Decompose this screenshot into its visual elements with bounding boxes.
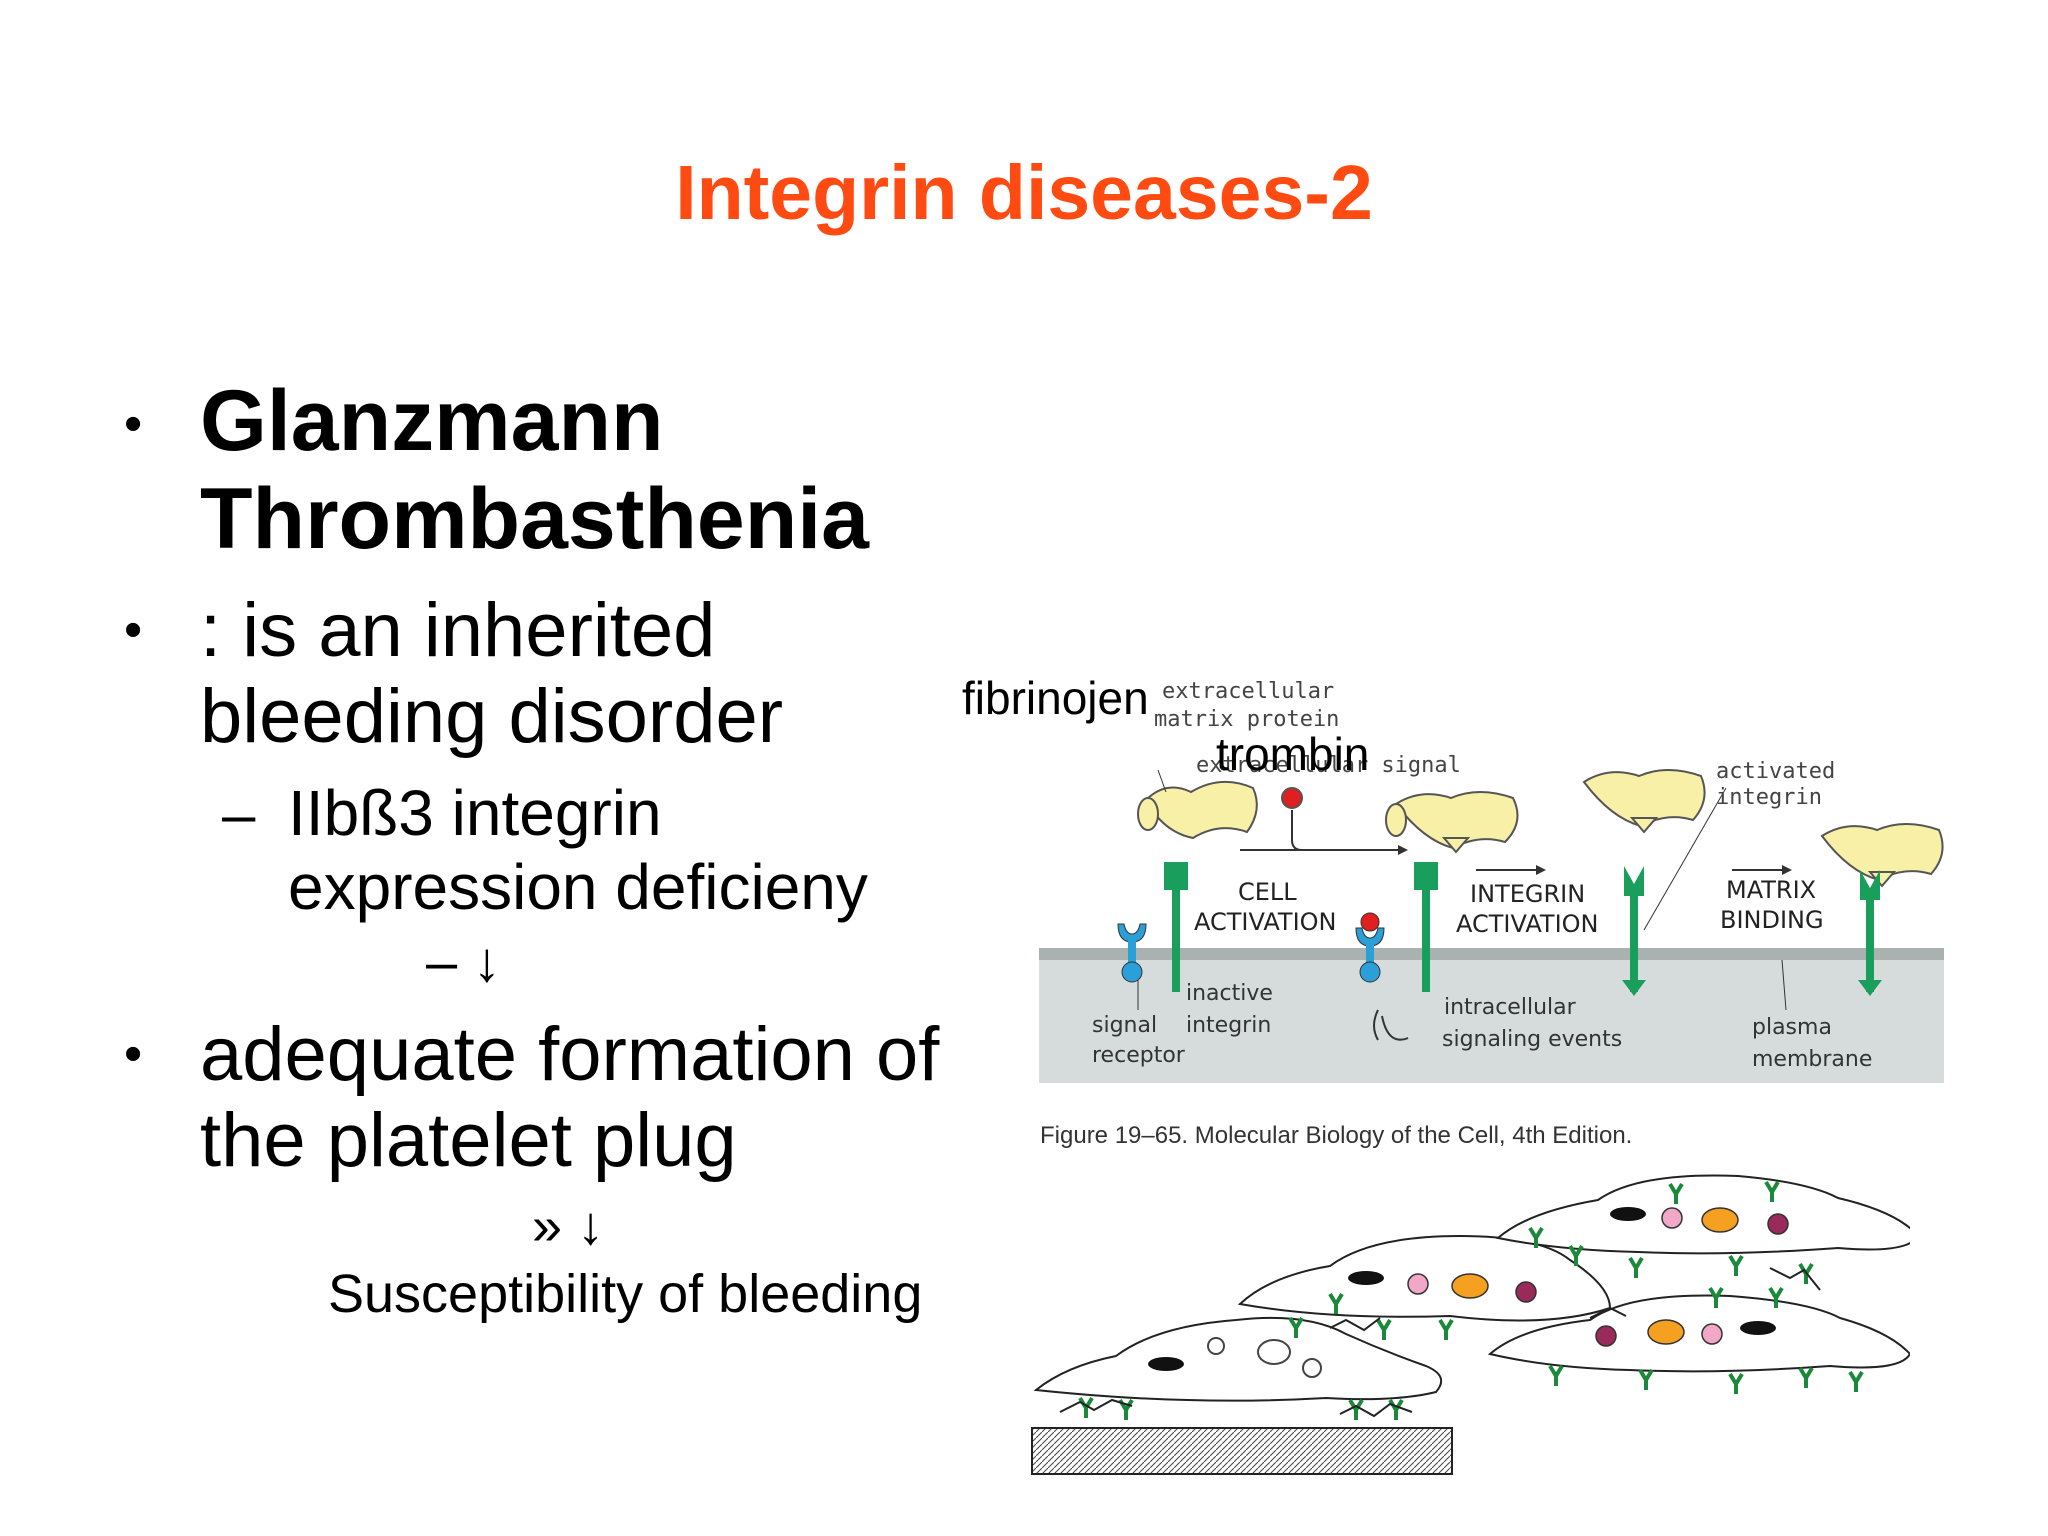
nucleus-dot [1740,1321,1776,1335]
maroon-organelle [1515,1281,1537,1303]
susceptibility-text: Susceptibility of bleeding [328,1264,923,1324]
integrin-activation-arrowhead [1536,865,1546,875]
orange-organelle [1647,1319,1685,1345]
label-inactive-integrin: integrin [1186,1013,1271,1038]
label-membrane: membrane [1752,1047,1872,1072]
down-arrow-2: » ↓ [532,1196,605,1256]
leader-line [1643,787,1727,931]
integrin-inactive-1 [1164,862,1188,992]
signal-arrow [1291,810,1398,851]
sub-bullet-line1: IIbß3 integrin [288,777,662,849]
intracellular-arrow-2 [1373,1009,1379,1041]
bullet-glanzmann: Glanzmann Thrombasthenia [200,372,869,568]
cell-spreading-figure [1031,1174,1910,1475]
bullet-inherited-line1: : is an inherited [200,588,716,673]
label-signal: signal [1092,1013,1157,1038]
leader-line [1157,769,1167,793]
label-intracellular: intracellular [1444,995,1577,1020]
bullet-inherited: : is an inherited bleeding disorder [200,588,783,760]
label-cell-activation: ACTIVATION [1194,908,1337,936]
leader-line [1781,959,1787,1011]
vesicle [1207,1337,1225,1355]
nucleus-dot [1610,1207,1646,1221]
vesicle [1257,1339,1291,1365]
label-extracellular: extracellular [1162,679,1334,704]
signal-receptor-2 [1355,912,1385,983]
sub-bullet-integrin: IIbß3 integrin expression deficieny [288,776,868,924]
signal-receptor-1 [1117,923,1147,983]
intracellular-arrow [1381,1015,1409,1041]
bullet-platelet-line1: adequate formation of [200,1012,940,1097]
bullet-dot: • [124,395,143,453]
figure-caption: Figure 19–65. Molecular Biology of the C… [1040,1122,1633,1149]
bullet-glanzmann-line2: Thrombasthenia [200,471,869,567]
pink-organelle [1407,1273,1429,1295]
pink-organelle [1701,1323,1723,1345]
matrix-protein-1 [1137,780,1258,840]
label-integrin-activation: ACTIVATION [1456,910,1599,938]
label-plasma: plasma [1752,1015,1832,1040]
nucleus-dot [1148,1357,1184,1371]
label-binding: BINDING [1720,906,1824,934]
maroon-organelle [1595,1325,1617,1347]
matrix-binding-arrowhead [1782,865,1792,875]
bullet-platelet-plug: adequate formation of the platelet plug [200,1012,939,1184]
label-extracellular-signal: extracellular signal [1196,753,1461,778]
matrix-protein-4 [1820,823,1944,888]
extracellular-signal-dot [1281,787,1303,809]
bullet-dot: • [124,601,143,659]
plasma-membrane-band [1039,948,1944,1083]
vesicle [1302,1358,1322,1378]
maroon-organelle [1767,1213,1789,1235]
bullet-inherited-line2: bleeding disorder [200,674,784,759]
bullet-dot: • [124,1025,143,1083]
substrate-block [1031,1427,1453,1475]
label-integrin: integrin [1716,785,1822,810]
integrin-bound [1858,870,1882,996]
label-integrin-step: INTEGRIN [1470,880,1585,908]
nucleus-dot [1348,1271,1384,1285]
label-receptor: receptor [1092,1043,1186,1068]
label-inactive: inactive [1186,981,1273,1006]
integrin-inactive-2 [1414,862,1438,992]
matrix-protein-2 [1385,791,1519,854]
actin-filaments [1059,1267,1821,1418]
membrane-top-layer [1039,948,1944,960]
label-matrix-protein: matrix protein [1154,707,1339,732]
integrin-marks [1078,1180,1864,1420]
down-arrow-1: – ↓ [426,930,501,993]
label-activated: activated [1716,759,1835,784]
label-cell: CELL [1238,878,1297,906]
pink-organelle [1661,1207,1683,1229]
sub-bullet-line2: expression deficieny [288,851,868,923]
matrix-protein-3 [1582,769,1706,834]
signal-arrowhead [1398,845,1408,855]
label-matrix: MATRIX [1726,876,1816,904]
label-signaling-events: signaling events [1442,1027,1622,1052]
cell-1 [1033,1316,1443,1402]
bullet-platelet-line2: the platelet plug [200,1098,737,1183]
integrin-activated-1 [1622,866,1646,996]
slide-title: Integrin diseases-2 [675,150,1373,236]
sub-bullet-dash: – [222,781,256,848]
integrin-activation-figure: extracellular matrix protein extracellul… [1039,679,1944,1083]
orange-organelle [1451,1273,1489,1299]
trombin-label: trombin [1216,728,1370,780]
bullet-glanzmann-line1: Glanzmann [200,373,664,469]
orange-organelle [1701,1207,1739,1233]
fibrinojen-label: fibrinojen [962,672,1149,724]
